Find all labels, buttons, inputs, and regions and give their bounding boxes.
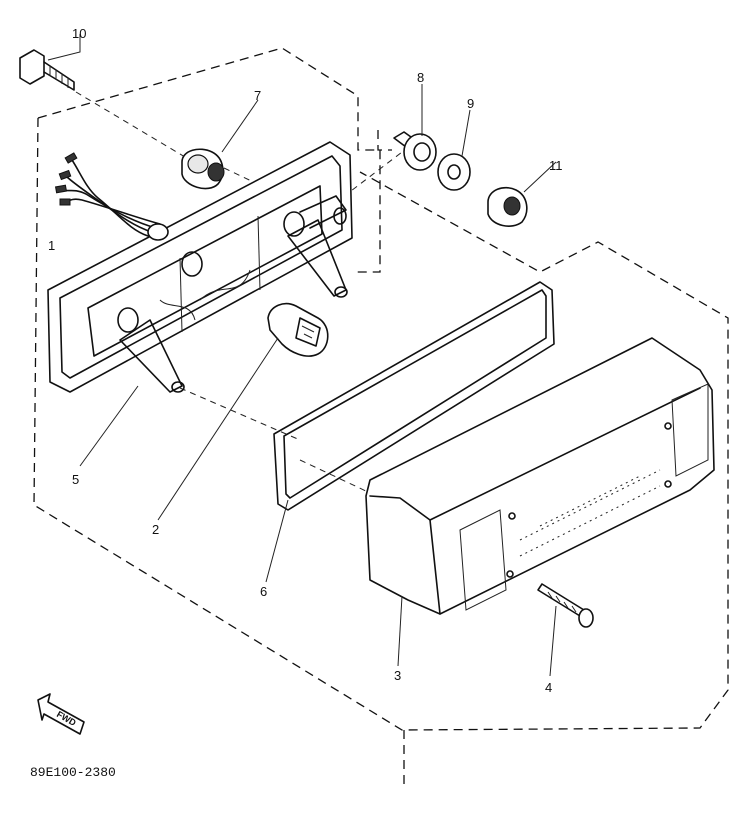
lens-part-3 [365, 337, 715, 615]
callout-4: 4 [545, 680, 552, 695]
drawing-code: 89E100-2380 [30, 765, 116, 780]
collar-part-8 [393, 131, 437, 171]
fwd-arrow-icon: FWD [37, 693, 85, 735]
grommet-part-7 [181, 148, 225, 190]
callout-1: 1 [48, 238, 55, 253]
callout-10: 10 [72, 26, 86, 41]
nut-part-11 [487, 186, 528, 227]
callout-11: 11 [549, 158, 563, 173]
lamp-housing [47, 141, 353, 393]
callout-6: 6 [260, 584, 267, 599]
callout-2: 2 [152, 522, 159, 537]
leader-lines [47, 34, 557, 677]
screw-part-4 [537, 583, 594, 628]
callout-3: 3 [394, 668, 401, 683]
bolt-part-10 [19, 49, 75, 91]
callout-9: 9 [467, 96, 474, 111]
callout-8: 8 [417, 70, 424, 85]
assembly-boundary [33, 47, 729, 790]
gasket-part-6 [273, 281, 555, 511]
bulb-part-2 [267, 302, 329, 357]
wire-harness [54, 152, 169, 241]
washer-part-9 [437, 153, 471, 191]
callout-5: 5 [72, 472, 79, 487]
callout-7: 7 [254, 88, 261, 103]
